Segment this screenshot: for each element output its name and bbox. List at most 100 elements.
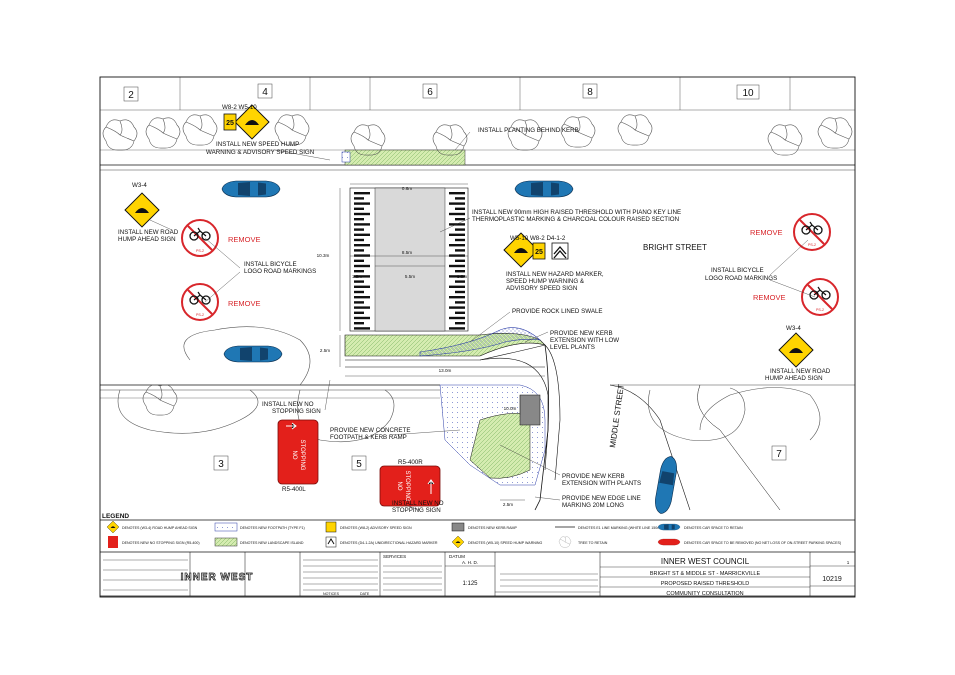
sheet-number: 1 bbox=[847, 560, 850, 565]
no-stopping-text: STOPPING bbox=[299, 440, 305, 471]
piano-key-marking bbox=[354, 197, 364, 200]
piano-key-marking bbox=[455, 218, 465, 221]
sign-code: R5-400R bbox=[398, 459, 423, 466]
legend: LEGEND DENOTES (W3-4) ROAD HUMP AHEAD SI… bbox=[100, 513, 855, 553]
plan-label: LEVEL PLANTS bbox=[550, 344, 595, 351]
lot-number: 4 bbox=[262, 87, 268, 98]
project-title: PROPOSED RAISED THRESHOLD bbox=[661, 581, 750, 587]
plan-label: LOGO ROAD MARKINGS bbox=[705, 275, 777, 282]
plan-label: STOPPING SIGN bbox=[272, 408, 321, 415]
legend-item: DENOTES NEW NO STOPPING SIGN (R5-400) bbox=[122, 541, 200, 545]
piano-key-marking bbox=[354, 249, 364, 252]
legend-item: DENOTES NEW KERB RAMP bbox=[468, 526, 518, 530]
legend-item: DENOTES E1 LINE MARKING (WHITE LINE 150m… bbox=[578, 526, 675, 530]
piano-key-marking bbox=[354, 327, 370, 330]
piano-key-marking bbox=[455, 228, 465, 231]
piano-key-marking bbox=[354, 322, 364, 325]
plan-label: PROVIDE ROCK LINED SWALE bbox=[512, 308, 603, 315]
piano-key-marking bbox=[455, 197, 465, 200]
piano-key-marking bbox=[354, 233, 370, 236]
piano-key-marking bbox=[449, 202, 465, 205]
no-stopping-text: STOPPING bbox=[404, 471, 410, 502]
no-stopping-sign-left: NO STOPPING bbox=[277, 419, 319, 485]
piano-key-marking bbox=[449, 244, 465, 247]
piano-key-marking bbox=[449, 223, 465, 226]
piano-key-marking bbox=[354, 238, 364, 242]
remove-label: REMOVE bbox=[228, 299, 261, 308]
project-stage: COMMUNITY CONSULTATION bbox=[666, 591, 743, 597]
kerb-ramp bbox=[519, 394, 541, 426]
piano-key-marking bbox=[354, 301, 364, 304]
kerb-ext-plants bbox=[469, 413, 531, 479]
legend-title: LEGEND bbox=[102, 513, 129, 520]
legend-item: DENOTES NEW LANDSCAPE ISLAND bbox=[240, 541, 304, 545]
plan-label: PROVIDE NEW KERB bbox=[550, 330, 613, 337]
piano-key-marking bbox=[354, 244, 370, 247]
sign-code: W3-4 bbox=[786, 325, 801, 332]
plan-label: INSTALL PLANTING BEHIND KERB bbox=[478, 127, 579, 134]
plan-label: HUMP AHEAD SIGN bbox=[118, 236, 176, 243]
remove-label: REMOVE bbox=[228, 235, 261, 244]
piano-key-marking bbox=[354, 275, 370, 278]
piano-key-marking bbox=[354, 285, 370, 288]
plan-label: INSTALL BICYCLE bbox=[244, 261, 297, 268]
piano-key-marking bbox=[354, 212, 370, 216]
dimension: 8.5m bbox=[402, 250, 412, 255]
council-logo: INNER WEST bbox=[181, 572, 254, 583]
piano-key-marking bbox=[354, 264, 370, 268]
piano-key-marking bbox=[449, 254, 465, 257]
piano-key-marking bbox=[354, 202, 370, 205]
dimension: 1.5m bbox=[352, 274, 362, 279]
dimension: 2.5m bbox=[320, 348, 330, 353]
piano-key-marking bbox=[449, 316, 465, 320]
plan-label: INSTALL NEW SPEED HUMP bbox=[216, 141, 299, 148]
lot-number: 7 bbox=[776, 449, 782, 460]
piano-key-marking bbox=[449, 192, 465, 195]
plan-label: INSTALL NEW ROAD bbox=[770, 368, 831, 375]
legend-item: DENOTES (W8-2) ADVISORY SPEED SIGN bbox=[340, 526, 412, 530]
date-label: DATE bbox=[360, 592, 370, 596]
raised-threshold bbox=[349, 187, 469, 332]
project-location: BRIGHT ST & MIDDLE ST - MARRICKVILLE bbox=[650, 571, 761, 577]
sign-code: W8-2 W5-10 bbox=[222, 104, 257, 111]
plan-label: ADVISORY SPEED SIGN bbox=[506, 285, 577, 292]
dimension-lines bbox=[339, 183, 545, 501]
remove-label: REMOVE bbox=[750, 228, 783, 237]
advisory-speed: 25 bbox=[535, 249, 543, 256]
lot-number: 8 bbox=[587, 87, 593, 98]
plan-label: INSTALL NEW NO bbox=[262, 401, 314, 408]
piano-key-marking bbox=[449, 285, 465, 288]
street-name: BRIGHT STREET bbox=[643, 243, 707, 252]
dimension: 13.0m bbox=[439, 368, 452, 373]
lot-number: 5 bbox=[356, 459, 362, 470]
legend-item: DENOTES (W3-4) ROAD HUMP AHEAD SIGN bbox=[122, 526, 198, 530]
lot-number: 3 bbox=[218, 459, 224, 470]
plan-label: PROVIDE NEW CONCRETE bbox=[330, 427, 410, 434]
ps2-code: PS-2 bbox=[196, 249, 204, 253]
ps2-remove-signs: PS-2 PS-2 PS-2 PS-2 bbox=[181, 213, 839, 321]
remove-label: REMOVE bbox=[753, 293, 786, 302]
legend-item: DENOTES CAR SPACE TO RETAIN bbox=[684, 526, 743, 530]
plan-label: INSTALL NEW ROAD bbox=[118, 229, 179, 236]
plan-label: STOPPING SIGN bbox=[392, 507, 441, 514]
plan-label: INSTALL NEW HAZARD MARKER, bbox=[506, 271, 604, 278]
piano-key-marking bbox=[354, 280, 364, 283]
legend-item: DENOTES (W5-10) SPEED HUMP WARNING bbox=[468, 541, 542, 545]
ps2-code: PS-2 bbox=[816, 308, 824, 312]
piano-key-marking bbox=[449, 327, 465, 330]
dimensions: 0.6m 8.5m 5.5m 1.5m 1.5m 10.3m 2.5m 13.0… bbox=[317, 186, 517, 507]
piano-key-marking bbox=[449, 306, 465, 309]
piano-key-marking bbox=[354, 192, 370, 195]
plan-label: EXTENSION WITH LOW bbox=[550, 337, 619, 344]
dimension: 2.5m bbox=[503, 502, 513, 507]
no-stopping-sign-bottom: NO STOPPING bbox=[379, 465, 441, 507]
kerb-extension bbox=[344, 327, 549, 471]
piano-key-marking bbox=[455, 259, 465, 262]
ps2-code: PS-2 bbox=[808, 243, 816, 247]
plan-label: SPEED HUMP WARNING & bbox=[506, 278, 585, 285]
leader-lines bbox=[149, 131, 816, 511]
lot-number: 10 bbox=[742, 88, 754, 99]
legend-item: TREE TO RETAIN bbox=[578, 541, 608, 545]
piano-key-marking bbox=[354, 270, 364, 273]
